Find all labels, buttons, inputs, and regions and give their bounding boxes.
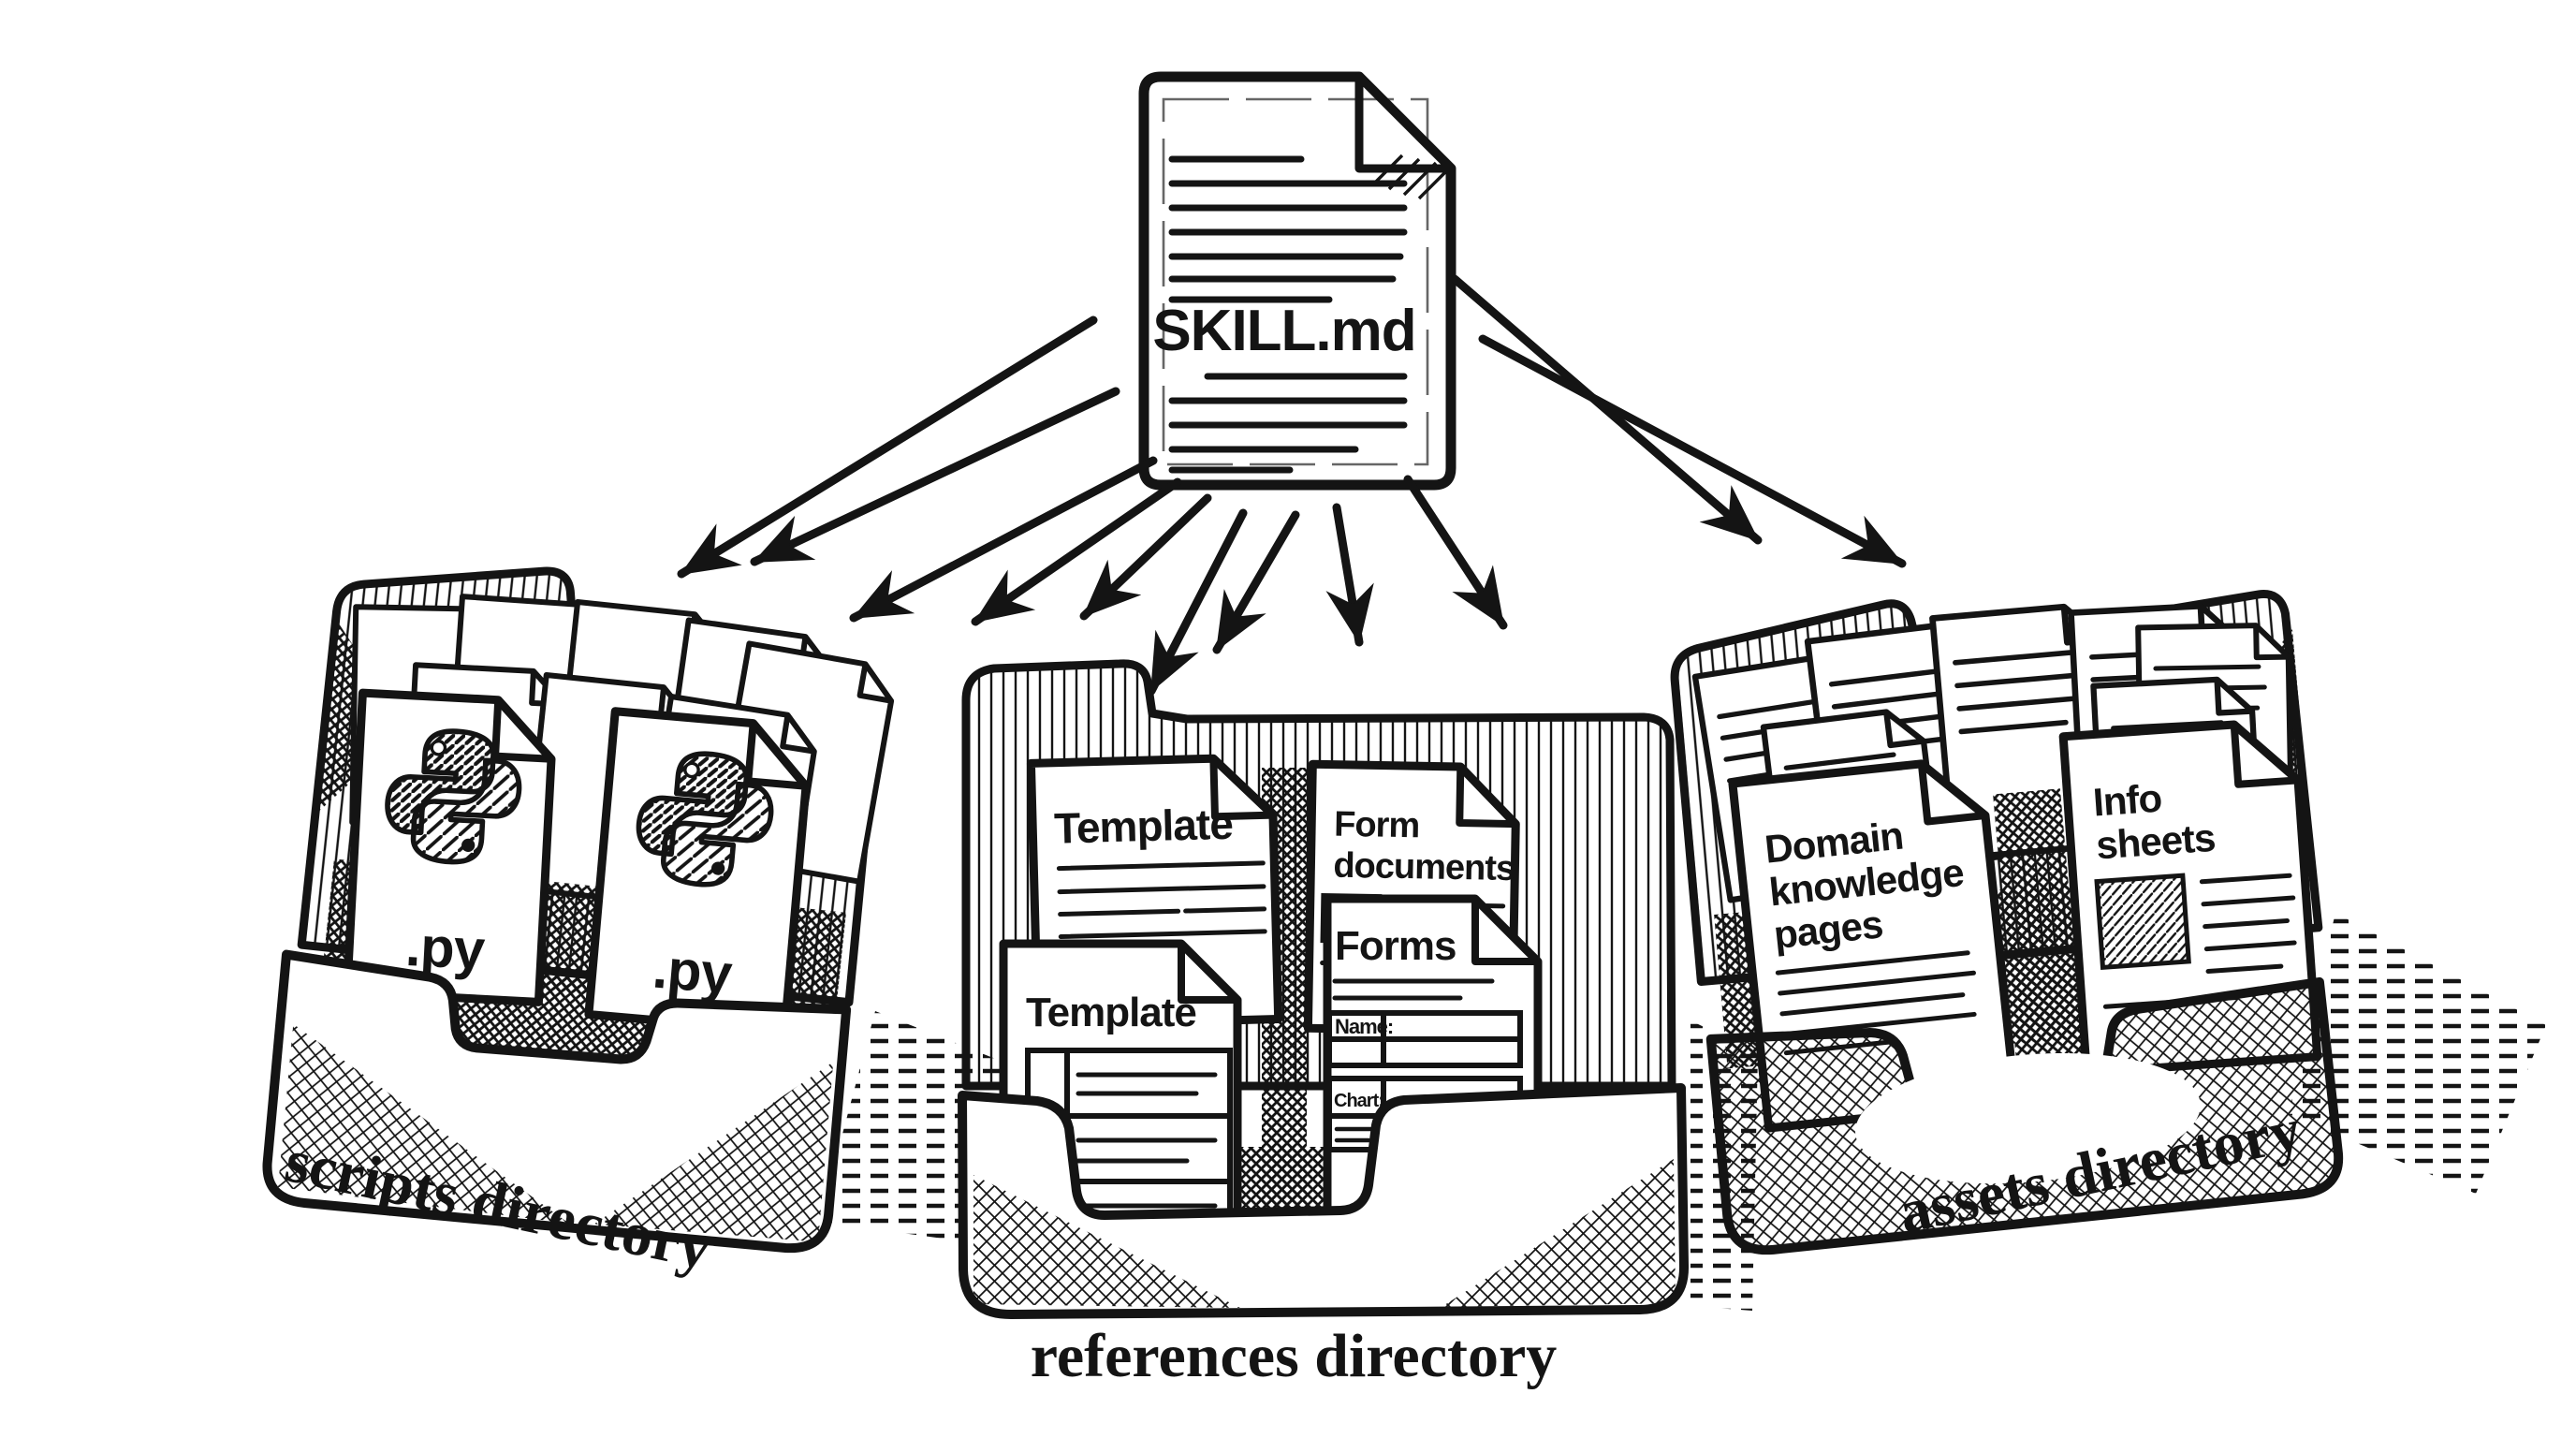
document-text-lines-top xyxy=(1168,155,1408,303)
fold-hatching xyxy=(1372,154,1449,200)
arrow xyxy=(849,456,1158,623)
arrows xyxy=(677,274,1907,696)
doc-text-lines xyxy=(1332,978,1495,1001)
python-file-extension: .py xyxy=(651,936,736,1005)
arrow xyxy=(971,477,1182,626)
doc-text-lines xyxy=(2102,873,2297,1009)
dog-ear-fold xyxy=(1354,72,1456,173)
doc-text-lines xyxy=(1775,950,1977,1056)
doc-title-line2: documents xyxy=(1333,846,1515,888)
doc-title-line1: Form xyxy=(1334,805,1420,846)
assets-basket-shadow xyxy=(2289,913,2546,1194)
doc-title: Forms xyxy=(1335,923,1456,969)
hatched-thumbnail xyxy=(2094,873,2191,971)
skill-file-title: SKILL.md xyxy=(1152,299,1415,363)
arrow xyxy=(750,387,1120,566)
python-file: .py xyxy=(584,707,811,1036)
arrow xyxy=(1403,475,1508,630)
label-references-directory: references directory xyxy=(1031,1322,1558,1390)
front-wall-hatching xyxy=(277,1023,569,1224)
arrow xyxy=(1478,334,1907,568)
arrow xyxy=(1147,508,1248,696)
root-skill-file: SKILL.md xyxy=(1138,71,1456,491)
arrow xyxy=(1212,510,1300,654)
assets-basket: Domain knowledge pages Info sheets xyxy=(1670,590,2344,1255)
doc-title-line2: sheets xyxy=(2095,815,2217,868)
scripts-basket: .py .py xyxy=(262,566,903,1254)
document-text-lines-bottom xyxy=(1168,373,1408,474)
arrow xyxy=(1079,493,1212,621)
basket-interior xyxy=(1993,788,2087,1103)
python-file-extension: .py xyxy=(404,915,488,981)
front-wall-hatching xyxy=(1442,1159,1676,1307)
document-icon xyxy=(2058,720,2322,1078)
references-basket: Template Form documents Template xyxy=(958,659,1690,1319)
front-wall-highlight xyxy=(1855,1052,2201,1184)
basket-front-wall xyxy=(958,1083,1690,1319)
front-wall-hatching xyxy=(593,1062,834,1242)
front-wall-hatching xyxy=(973,1175,1240,1308)
form-field-label: Chart: xyxy=(1334,1091,1383,1111)
doc-info-sheets: Info sheets xyxy=(2058,720,2322,1078)
form-field-label: Name: xyxy=(1335,1015,1393,1038)
doc-title-line1: Info xyxy=(2092,776,2163,825)
arrow xyxy=(1325,503,1374,647)
form-field-name: Name: xyxy=(1326,1010,1523,1068)
doc-title: Template xyxy=(1026,990,1196,1035)
doc-title: Template xyxy=(1054,800,1234,853)
python-file: .py xyxy=(343,688,556,1006)
doc-text-lines xyxy=(1056,860,1267,961)
arrow xyxy=(677,315,1098,579)
